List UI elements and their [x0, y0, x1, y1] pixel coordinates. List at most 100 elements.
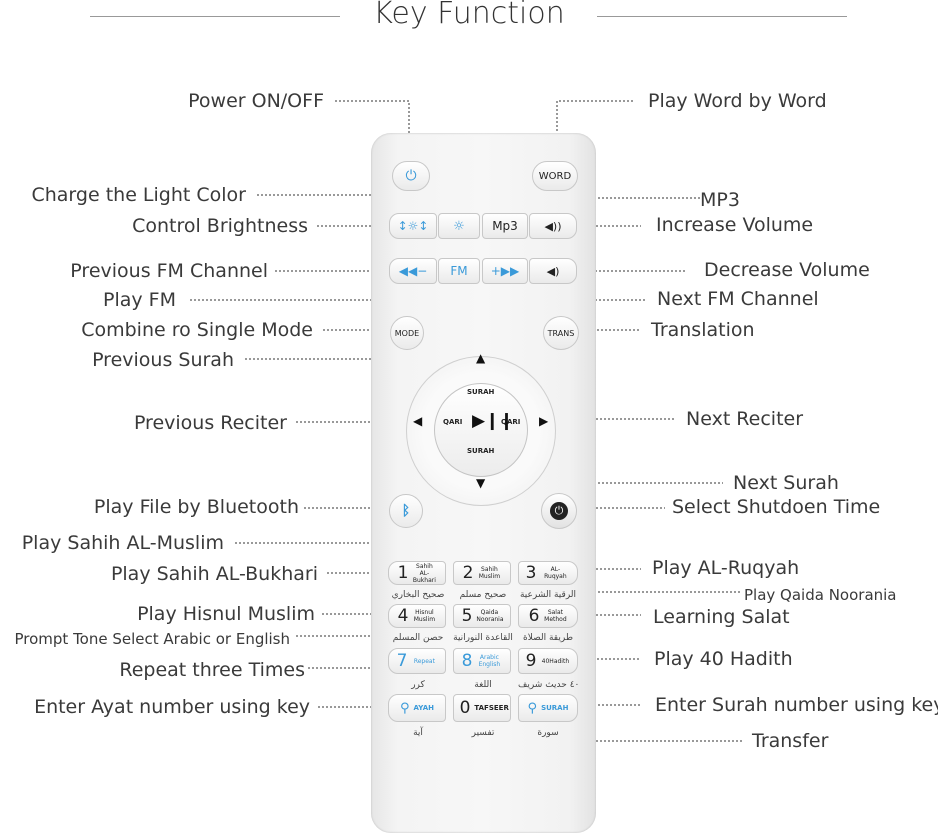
volume-down-icon: ◀) [546, 264, 560, 278]
label-bluetooth: Play File by Bluetooth [93, 496, 299, 518]
key-2[interactable]: 2 Sahih Muslim [453, 561, 511, 585]
label-word-by-word: Play Word by Word [648, 90, 827, 112]
label-power: Power ON/OFF [188, 90, 324, 112]
label-ruqyah: Play AL-Ruqyah [652, 557, 800, 579]
brightness-icon: ↕☼↕ [397, 219, 429, 233]
label-translation: Translation [651, 319, 755, 341]
label-charge-light: Charge the Light Color [31, 184, 246, 206]
qari-right-label: QARI [501, 418, 521, 426]
label-next-reciter: Next Reciter [686, 408, 804, 430]
label-combine-mode: Combine ro Single Mode [81, 319, 313, 341]
key-5[interactable]: 5 Qaida Noorania [453, 604, 511, 628]
brightness-button[interactable]: ↕☼↕ [389, 213, 437, 239]
key-8-number: 8 [461, 651, 473, 671]
fm-button[interactable]: FM [438, 258, 480, 284]
key-6-number: 6 [528, 606, 540, 626]
trans-button[interactable]: TRANS [543, 316, 579, 350]
key-2-text: Sahih Muslim [478, 566, 501, 580]
arabic-r2-2: القاعدة النورانية [453, 633, 513, 643]
arabic-r4-2: تفسير [471, 728, 495, 738]
bluetooth-button[interactable]: ᛒ [389, 494, 423, 528]
arrow-up-icon[interactable]: ▲ [476, 351, 486, 365]
label-brightness: Control Brightness [132, 215, 308, 237]
label-prev-surah: Previous Surah [92, 349, 234, 371]
arabic-r2-1: حصن المسلم [392, 633, 444, 643]
arabic-r3-1: كرر [411, 680, 425, 690]
arabic-r4-1: آية [413, 728, 423, 738]
play-pause-button[interactable] [434, 383, 528, 477]
next-fm-button[interactable]: +▶▶ [482, 258, 528, 284]
search-icon: ⚲ [527, 700, 538, 716]
surah-button[interactable]: ⚲ SURAH [518, 694, 578, 722]
title-rule-left [90, 16, 340, 17]
surah-bottom-label: SURAH [467, 447, 495, 455]
timer-icon: ⏻ [550, 502, 568, 520]
arabic-r3-3: ٤٠ حديث شريف [518, 680, 580, 690]
qari-left-label: QARI [443, 418, 463, 426]
key-3-number: 3 [525, 563, 537, 583]
play-pause-icon: ▶❙❙ [472, 411, 514, 431]
arabic-r4-3: سورة [537, 728, 559, 738]
label-hisnul: Play Hisnul Muslim [137, 603, 315, 625]
key-0[interactable]: 0 TAFSEER [453, 694, 511, 722]
key-7[interactable]: 7 Repeat [388, 648, 446, 674]
mp3-button[interactable]: Mp3 [482, 213, 528, 239]
key-4-number: 4 [397, 606, 409, 626]
label-repeat: Repeat three Times [119, 659, 305, 681]
label-play-fm: Play FM [103, 289, 176, 311]
label-ayat: Enter Ayat number using key [34, 696, 310, 718]
key-3[interactable]: 3 AL-Ruqyah [518, 561, 578, 585]
label-surah-number: Enter Surah number using key [655, 694, 938, 716]
key-8[interactable]: 8 Arabic English [453, 648, 511, 674]
arrow-down-icon[interactable]: ▼ [476, 476, 486, 490]
volume-up-icon: ◀)) [544, 219, 562, 233]
volume-up-button[interactable]: ◀)) [529, 213, 577, 239]
light-color-button[interactable]: ☼ [438, 213, 480, 239]
label-next-surah: Next Surah [733, 472, 839, 494]
arabic-r2-3: طريقة الصلاة [522, 633, 573, 643]
key-6[interactable]: 6 Salat Method [518, 604, 578, 628]
arabic-r1-3: الرقية الشرعية [519, 590, 577, 600]
word-button[interactable]: WORD [532, 161, 578, 191]
arabic-r1-2: صحيح مسلم [459, 590, 507, 600]
label-shutdown: Select Shutdoen Time [672, 496, 881, 518]
key-0-number: 0 [459, 698, 471, 718]
mode-button[interactable]: MODE [390, 316, 424, 350]
key-3-text: AL-Ruqyah [544, 566, 567, 580]
key-4-text: Hisnul Muslim [413, 609, 436, 623]
arrow-left-icon[interactable]: ◀ [413, 414, 423, 428]
key-7-number: 7 [396, 651, 408, 671]
power-icon: ⏻ [405, 168, 417, 184]
ayah-button[interactable]: ⚲ AYAH [388, 694, 446, 722]
key-9-text: 40Hadith [541, 657, 570, 665]
label-prev-fm: Previous FM Channel [70, 260, 268, 282]
ayah-label: AYAH [413, 704, 434, 712]
volume-down-button[interactable]: ◀) [529, 258, 577, 284]
arabic-r3-2: اللغة [474, 680, 492, 690]
bluetooth-icon: ᛒ [401, 503, 411, 519]
search-icon: ⚲ [400, 700, 410, 716]
key-9-number: 9 [525, 651, 537, 671]
page-title: Key Function [373, 0, 565, 31]
label-prompt-tone: Prompt Tone Select Arabic or English [14, 630, 290, 648]
key-4[interactable]: 4 Hisnul Muslim [388, 604, 446, 628]
key-2-number: 2 [462, 563, 474, 583]
key-0-text: TAFSEER [474, 703, 509, 712]
surah-label: SURAH [541, 704, 569, 712]
timer-button[interactable]: ⏻ [541, 493, 577, 529]
label-increase-volume: Increase Volume [656, 214, 814, 236]
label-salat: Learning Salat [653, 606, 790, 628]
key-7-text: Repeat [413, 657, 435, 665]
key-1-number: 1 [397, 563, 409, 583]
label-prev-reciter: Previous Reciter [133, 412, 287, 434]
key-8-text: Arabic English [478, 654, 501, 668]
key-9[interactable]: 9 40Hadith [518, 648, 578, 674]
label-hadith: Play 40 Hadith [654, 648, 793, 670]
surah-top-label: SURAH [467, 388, 495, 396]
prev-fm-button[interactable]: ◀◀− [389, 258, 437, 284]
key-1[interactable]: 1 Sahih AL-Bukhari [388, 561, 446, 585]
arrow-right-icon[interactable]: ▶ [539, 414, 549, 428]
power-button[interactable]: ⏻ [392, 161, 430, 191]
bulb-icon: ☼ [453, 218, 465, 234]
label-decrease-volume: Decrease Volume [704, 259, 870, 281]
